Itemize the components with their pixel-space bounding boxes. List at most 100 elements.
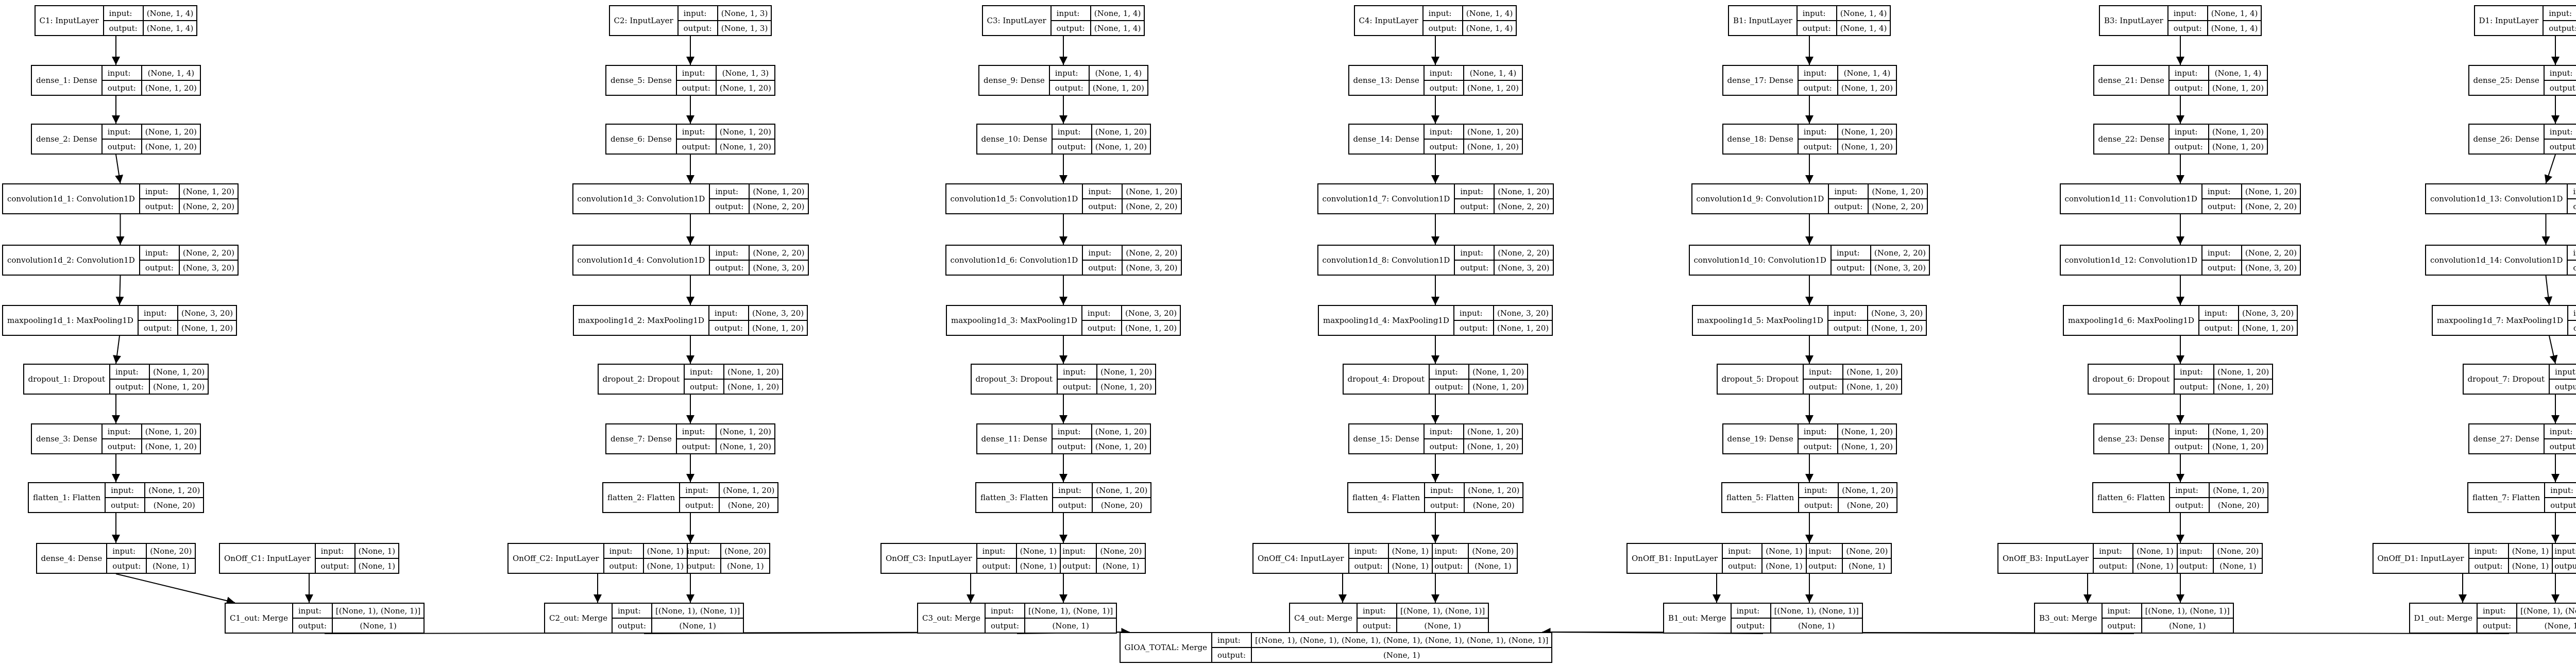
input-shape: (None, 1) <box>643 544 687 559</box>
edge-conv2-to-mp1 <box>115 275 124 305</box>
layer-name: flatten_6: Flatten <box>2097 493 2165 502</box>
layer-name: OnOff_C3: InputLayer <box>886 554 972 563</box>
input-label: input: <box>1423 6 1462 21</box>
input-shape: [(None, 1), (None, 1)] <box>1397 604 1488 619</box>
output-label: output: <box>1056 23 1085 33</box>
layer-name: maxpooling1d_6: MaxPooling1D <box>2068 316 2194 325</box>
output-shape: (None, 1) <box>2219 561 2257 571</box>
output-label: output: <box>1834 201 1863 211</box>
input-label: input: <box>710 184 749 199</box>
input-label: input: <box>2568 184 2576 199</box>
output-shape: (None, 1, 20) <box>1467 142 1519 151</box>
input-shape: (None, 1, 4) <box>1089 66 1147 81</box>
layer-name: dense_27: Dense <box>2473 434 2539 444</box>
input-shape: (None, 1, 20) <box>150 365 208 380</box>
input-label: input: <box>140 184 179 199</box>
input-shape: (None, 1, 4) <box>1837 6 1890 21</box>
output-label: output: <box>145 201 174 211</box>
input-label: input: <box>676 424 716 439</box>
output-label: output: <box>715 263 744 272</box>
layer-name: C3: InputLayer <box>987 16 1046 25</box>
output-label: output: <box>1217 650 1246 660</box>
input-shape: [(None, 1), (None, 1), (None, 1), (None,… <box>1252 633 1552 648</box>
output-shape: (None, 1, 20) <box>1841 441 1893 451</box>
output-label: output: <box>714 323 743 333</box>
input-label: input: <box>2168 6 2207 21</box>
output-label: output: <box>2549 83 2576 93</box>
input-shape: (None, 1, 20) <box>724 365 783 380</box>
output-label: output: <box>715 201 744 211</box>
layer-name: OnOff_C4: InputLayer <box>1258 554 1344 563</box>
layer-name: maxpooling1d_5: MaxPooling1D <box>1697 316 1823 325</box>
edge-mp7-to-do7 <box>2549 335 2558 364</box>
output-shape: (None, 1) <box>1424 621 1461 630</box>
layer-name: OnOff_C1: InputLayer <box>224 554 311 563</box>
input-shape: (None, 3, 20) <box>1868 306 1926 321</box>
output-label: output: <box>2207 201 2236 211</box>
layer-name: dense_3: Dense <box>36 434 97 444</box>
input-shape: (None, 1, 20) <box>1495 184 1553 199</box>
input-label: input: <box>1349 544 1388 559</box>
input-shape: (None, 2, 20) <box>1123 246 1181 261</box>
input-shape: (None, 1, 20) <box>145 483 204 498</box>
output-label: output: <box>2174 142 2203 151</box>
layer-name: C2: InputLayer <box>614 16 673 25</box>
output-shape: (None, 1) <box>1383 650 1420 660</box>
input-label: input: <box>710 246 749 261</box>
input-shape: (None, 1, 20) <box>1839 483 1897 498</box>
layer-name: dense_22: Dense <box>2098 134 2164 144</box>
layer-name: dense_10: Dense <box>981 134 1047 144</box>
output-shape: (None, 1, 20) <box>1841 83 1893 93</box>
output-shape: (None, 1, 20) <box>1841 142 1893 151</box>
input-label: input: <box>2544 424 2576 439</box>
output-shape: (None, 1, 20) <box>2217 382 2269 391</box>
output-label: output: <box>1362 621 1392 630</box>
input-shape: (None, 1) <box>2509 544 2552 559</box>
output-label: output: <box>617 621 647 630</box>
output-label: output: <box>1833 323 1862 333</box>
output-shape: (None, 1, 20) <box>727 382 779 391</box>
input-label: input: <box>2202 246 2241 261</box>
input-label: input: <box>985 604 1025 619</box>
input-shape: (None, 1, 4) <box>1091 6 1144 21</box>
layer-name: maxpooling1d_4: MaxPooling1D <box>1323 316 1449 325</box>
output-label: output: <box>2207 263 2236 272</box>
input-shape: (None, 20) <box>1843 544 1891 559</box>
input-label: input: <box>678 6 717 21</box>
output-label: output: <box>2555 382 2576 391</box>
input-shape: (None, 20) <box>1469 544 1517 559</box>
layer-name: convolution1d_7: Convolution1D <box>1322 194 1450 203</box>
input-shape: (None, 1, 20) <box>1464 424 1522 439</box>
edge-mp1-to-do1 <box>113 335 121 364</box>
input-shape: (None, 1, 20) <box>179 184 238 199</box>
input-label: input: <box>2170 483 2209 498</box>
output-shape: (None, 1, 4) <box>146 23 194 33</box>
output-label: output: <box>2180 382 2209 391</box>
input-shape: (None, 3, 20) <box>178 306 236 321</box>
output-label: output: <box>2573 201 2576 211</box>
output-shape: (None, 1) <box>1392 561 1429 571</box>
input-label: input: <box>2169 424 2208 439</box>
